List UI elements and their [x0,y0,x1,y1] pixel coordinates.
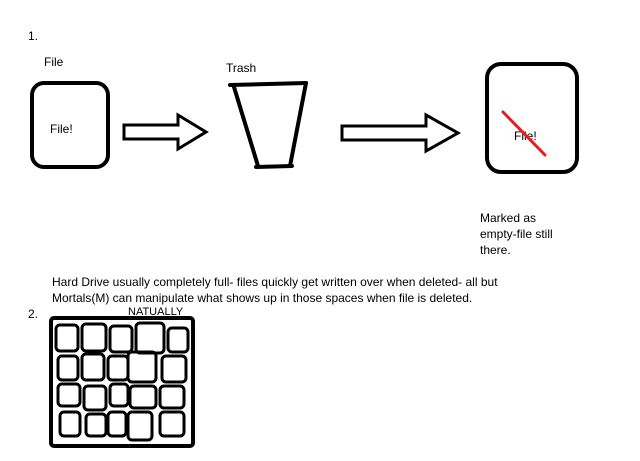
trash-label: Trash [226,61,257,75]
marked-file-box [485,62,579,174]
section-2-number: 2. [28,307,39,321]
arrow-1 [122,112,209,152]
sector-block [54,323,80,353]
file-box [30,81,110,169]
sector-block [108,382,130,408]
sector-block [126,410,154,442]
sector-block [166,326,190,354]
sector-block [84,412,108,438]
sector-block [80,352,106,382]
sector-block [160,354,188,384]
strike-through-mark [501,110,547,157]
hard-drive-grid [49,316,195,448]
sector-block [158,410,186,438]
drive-label: NATUALLY [128,306,184,318]
sector-block [80,322,108,353]
hard-drive-frame [49,316,195,448]
file-label: File [44,55,64,69]
sector-block [56,382,82,408]
sector-block [134,321,166,355]
sector-block [158,384,186,410]
sector-block [126,350,158,384]
sector-block [106,410,128,438]
marked-note: Marked as empty-file still there. [480,211,553,257]
trash-can-icon [228,81,308,169]
section-1-number: 1. [28,29,39,43]
file-inner-label: File! [50,122,73,136]
sector-block [128,384,158,410]
arrow-2 [340,112,462,154]
caption: Hard Drive usually completely full- file… [52,275,498,305]
sector-block [82,384,108,412]
sector-block [108,324,134,354]
sector-block [106,354,130,382]
sector-block [58,410,82,438]
sector-block [56,354,80,382]
